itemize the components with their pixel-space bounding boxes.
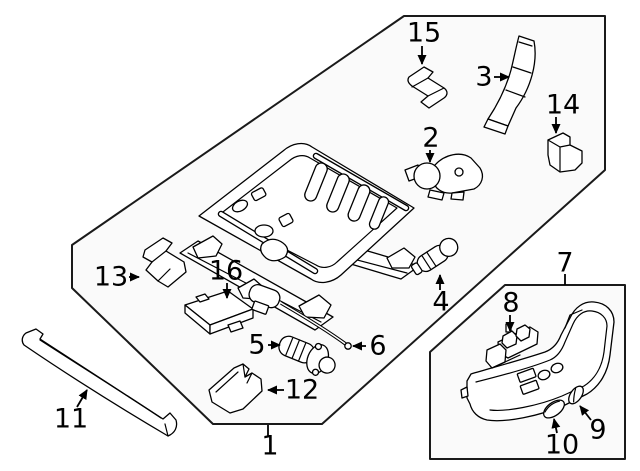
callout-label-3[interactable]: 3 xyxy=(475,62,492,93)
callout-label-5[interactable]: 5 xyxy=(248,330,265,361)
part-9-artwork xyxy=(568,385,584,405)
callout-11-arrow xyxy=(76,389,88,408)
part-10-artwork xyxy=(542,399,566,419)
cable-motor-artwork xyxy=(248,284,352,350)
part-8-artwork xyxy=(485,323,539,369)
part-11-artwork xyxy=(21,328,178,437)
callout-9-arrow xyxy=(579,405,592,421)
part-16-artwork xyxy=(184,290,254,335)
part-15-artwork xyxy=(407,66,448,109)
callout-label-9[interactable]: 9 xyxy=(589,415,606,446)
callout-label-15[interactable]: 15 xyxy=(407,18,441,49)
callout-leaders xyxy=(76,46,592,436)
part-14-artwork xyxy=(547,132,583,173)
callout-label-2[interactable]: 2 xyxy=(422,123,439,154)
callout-label-14[interactable]: 14 xyxy=(546,90,580,121)
callout-label-10[interactable]: 10 xyxy=(545,430,579,461)
part-2-artwork xyxy=(404,153,484,201)
callout-label-11[interactable]: 11 xyxy=(54,404,88,435)
callout-label-6[interactable]: 6 xyxy=(369,331,386,362)
part-3-artwork xyxy=(483,35,536,135)
callout-label-13[interactable]: 13 xyxy=(94,262,128,293)
callout-label-7[interactable]: 7 xyxy=(556,248,573,279)
callout-label-1[interactable]: 1 xyxy=(261,431,278,462)
callout-10-arrow xyxy=(551,418,561,434)
part-12-artwork xyxy=(208,363,263,414)
callout-label-4[interactable]: 4 xyxy=(432,287,449,318)
callout-label-16[interactable]: 16 xyxy=(209,256,243,287)
callout-label-12[interactable]: 12 xyxy=(285,375,319,406)
callout-label-8[interactable]: 8 xyxy=(502,288,519,319)
part-13-artwork xyxy=(142,237,187,288)
part-4-artwork xyxy=(410,237,459,276)
part-5-artwork xyxy=(278,335,336,376)
